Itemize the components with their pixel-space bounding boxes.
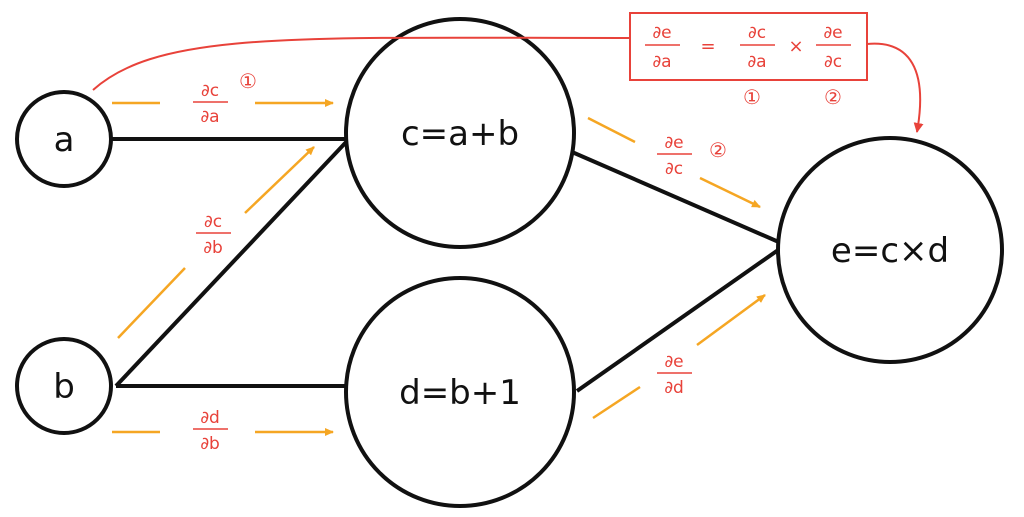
frac-den: ∂d	[664, 378, 684, 398]
node-d: d=b+1	[344, 276, 576, 508]
frac-num: ∂c	[204, 212, 222, 232]
grad-label-dc-da: ∂c ∂a ①	[193, 69, 257, 127]
node-b: b	[15, 337, 113, 435]
mark-2: ②	[709, 138, 727, 162]
frac-den: ∂b	[203, 238, 223, 258]
chain-lhs-num: ∂e	[652, 23, 671, 43]
grad-label-dc-db: ∂c ∂b	[196, 212, 231, 258]
frac-num: ∂e	[664, 352, 683, 372]
frac-den: ∂b	[200, 434, 220, 454]
chain-rule-box: ∂e ∂a = ∂c ∂a × ∂e ∂c	[629, 12, 868, 81]
chain-curve-a-to-box	[92, 36, 631, 91]
node-d-label: d=b+1	[399, 373, 521, 413]
chain-term1-num: ∂c	[748, 23, 766, 43]
node-e: e=c×d	[776, 136, 1004, 364]
frac-den: ∂c	[665, 159, 683, 179]
mark-1: ①	[239, 69, 257, 93]
grad-arrow-b-c-head	[244, 146, 315, 214]
chain-equals: =	[700, 36, 715, 57]
node-c: c=a+b	[344, 17, 576, 249]
frac-den: ∂a	[200, 107, 219, 127]
frac-num: ∂e	[664, 133, 683, 153]
node-a: a	[15, 90, 113, 188]
grad-arrow-c-e-tail	[587, 116, 636, 144]
grad-label-dd-db: ∂d ∂b	[193, 408, 228, 454]
grad-label-de-dd: ∂e ∂d	[657, 352, 692, 398]
edge-b-c	[114, 137, 351, 388]
chain-lhs-den: ∂a	[652, 52, 671, 72]
chain-times: ×	[788, 36, 803, 57]
grad-arrow-d-e-head	[696, 293, 766, 347]
node-a-label: a	[54, 120, 75, 160]
node-c-label: c=a+b	[401, 114, 519, 154]
node-b-label: b	[53, 367, 75, 407]
chain-term2-den: ∂c	[824, 52, 842, 72]
grad-arrow-b-c-tail	[117, 267, 186, 339]
chain-mark-2: ②	[824, 85, 842, 109]
edge-d-e	[575, 246, 783, 393]
frac-num: ∂c	[201, 81, 219, 101]
chain-term2-num: ∂e	[823, 23, 842, 43]
frac-num: ∂d	[200, 408, 220, 428]
node-e-label: e=c×d	[831, 231, 949, 271]
grad-arrow-d-e-tail	[592, 385, 641, 420]
chain-term1-den: ∂a	[747, 52, 766, 72]
grad-label-de-dc: ∂e ∂c ②	[657, 133, 727, 179]
grad-arrow-c-e-head	[699, 176, 761, 209]
edge-c-e	[571, 150, 782, 245]
chain-curve-box-to-e	[866, 42, 924, 133]
chain-mark-1: ①	[743, 85, 761, 109]
